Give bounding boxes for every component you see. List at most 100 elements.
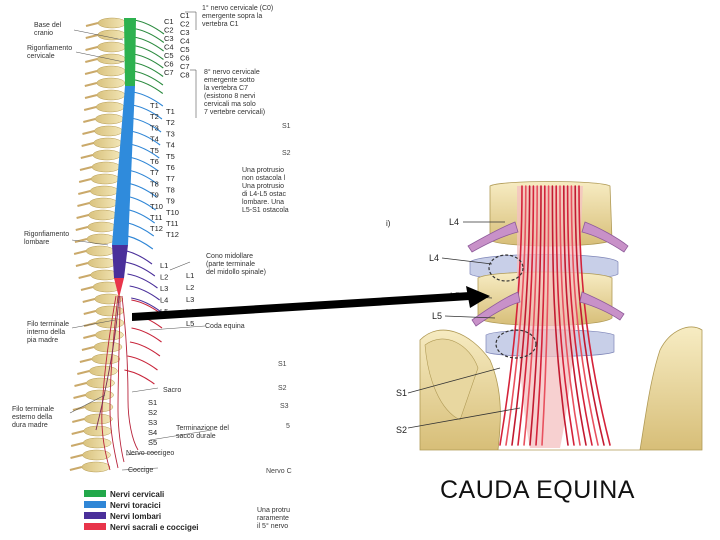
vertebra <box>89 197 118 209</box>
thoracic-left-label: T6 <box>150 157 159 166</box>
spinal-cord-lumbar <box>112 245 128 278</box>
nerve-root <box>570 185 599 446</box>
vertebra-process <box>85 22 99 27</box>
vertebra <box>93 137 122 149</box>
vertebra <box>97 29 127 41</box>
vertebra <box>87 257 117 269</box>
sacral-wing-left <box>424 338 479 421</box>
thoracic-right-label: T2 <box>166 118 175 127</box>
thoracic-left-label: T5 <box>150 146 159 155</box>
vertebra-process <box>78 178 92 183</box>
thoracic-right-label: T6 <box>166 163 175 172</box>
thoracic-right-label: T9 <box>166 197 175 206</box>
thoracic-left-label: T1 <box>150 101 159 110</box>
label-l4-lower: L4 <box>429 253 439 263</box>
label-s1: S1 <box>396 388 407 398</box>
spinal-nerve <box>124 261 156 277</box>
vertebral-column <box>69 17 127 473</box>
thoracic-right-label: T12 <box>166 230 179 239</box>
vertebra-process <box>74 238 88 243</box>
cervical-right-label: C4 <box>180 37 190 46</box>
vertebra-process <box>84 82 98 87</box>
vertebra-process <box>70 442 84 447</box>
vertebra-process <box>77 370 90 375</box>
nerve-root <box>563 185 587 446</box>
vertebra-process <box>81 142 94 147</box>
herniation-marker-upper <box>488 254 524 282</box>
vertebra-process <box>85 58 98 63</box>
lumbar-left-label: L3 <box>160 284 168 293</box>
nerve-root <box>517 185 535 446</box>
lumbar-right-label: L1 <box>186 271 194 280</box>
spinal-nerve <box>127 273 158 289</box>
vertebra <box>91 161 121 173</box>
lumbar-right-label: L5 <box>186 319 194 328</box>
vertebra <box>90 173 120 185</box>
cervical-right-label: C8 <box>180 71 190 80</box>
vertebra-process <box>81 346 95 351</box>
spinal-nerve <box>133 44 164 60</box>
sacrum-shape <box>419 326 703 451</box>
top-note: 1° nervo cervicale (C0)emergente sopra l… <box>202 4 273 28</box>
exiting-roots <box>467 221 629 327</box>
vertebra <box>85 389 114 401</box>
vertebra <box>82 437 112 449</box>
cervical-left-label: C4 <box>164 43 174 52</box>
label-s2: S2 <box>396 425 407 435</box>
nerve-root <box>578 185 611 446</box>
nerve-root <box>529 185 542 446</box>
vertebra-process <box>72 418 85 423</box>
lumbar-right-label: L3 <box>186 295 194 304</box>
spinal-column-figure: 1° nervo cervicale (C0)emergente sopra l… <box>12 4 292 532</box>
cervical-left-label: C5 <box>164 51 174 60</box>
vertebra <box>94 125 123 137</box>
vertebra-process <box>73 250 87 255</box>
spinal-nerve <box>133 36 164 52</box>
thoracic-right-label: T1 <box>166 107 175 116</box>
edge-mark: S1 <box>278 361 287 368</box>
vertebra-process <box>83 310 97 315</box>
lumbar-left-label: L1 <box>160 261 168 270</box>
nerve-root <box>511 185 531 446</box>
spinal-nerve <box>133 61 164 77</box>
cervical-left-label: C2 <box>164 26 174 35</box>
vertebra-process <box>83 106 97 111</box>
vertebra-process <box>78 274 91 279</box>
lumbosacral-figure: i) L4 L4 L5 L5 S1 S2 <box>386 181 703 451</box>
spinal-nerve <box>131 104 163 120</box>
spinal-cord-thoracic <box>112 86 135 245</box>
spinal-nerve <box>124 369 155 385</box>
edge-mark: S2 <box>278 385 287 392</box>
label-l5-lower: L5 <box>432 311 442 321</box>
cauda-equina-caption: CAUDA EQUINA <box>440 476 635 504</box>
spinal-nerve <box>132 91 164 107</box>
leader-lines <box>69 11 213 471</box>
spinal-nerve <box>127 355 158 371</box>
vertebra <box>95 113 124 125</box>
connecting-arrow <box>132 286 490 321</box>
vertebra <box>85 245 115 257</box>
spinal-cord-cervical <box>124 18 136 86</box>
thoracic-right-label: T7 <box>166 174 175 183</box>
thoracic-left-label: T12 <box>150 224 163 233</box>
vertebra-process <box>75 226 89 231</box>
vertebra-process <box>82 130 95 135</box>
nerve-root <box>566 185 593 446</box>
vertebra <box>87 221 117 233</box>
spinal-nerve <box>130 130 161 146</box>
legend-swatch <box>84 523 106 530</box>
vertebra-process <box>74 382 87 387</box>
vertebra-process <box>78 190 91 195</box>
thoracic-right-label: T5 <box>166 152 175 161</box>
